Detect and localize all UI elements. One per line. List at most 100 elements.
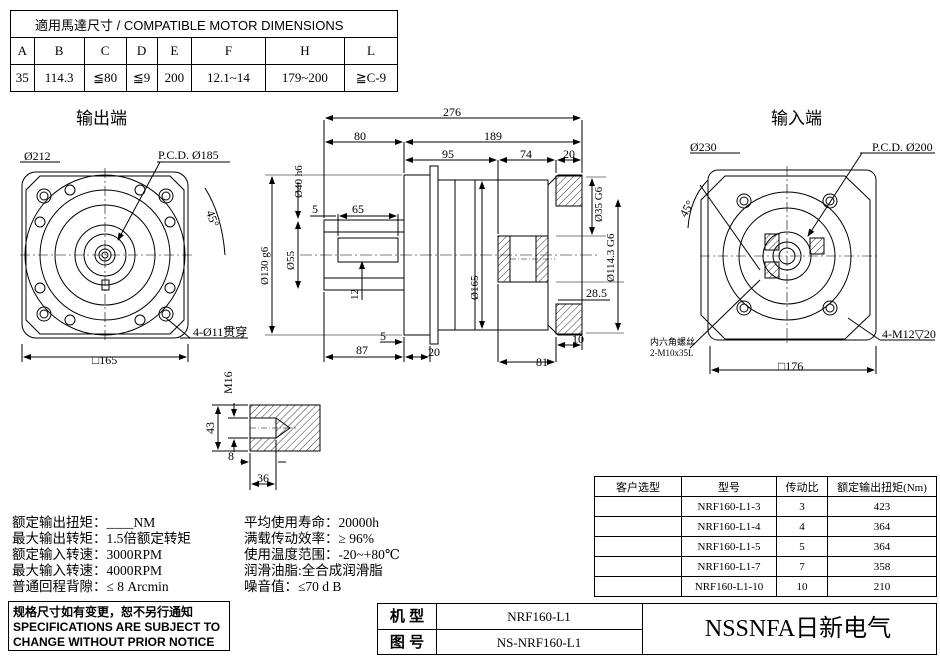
detail-d8: 8 xyxy=(228,449,234,463)
table-cell xyxy=(594,496,682,517)
input-end-view: 输入端 Ø xyxy=(650,109,936,374)
dim-81: 81 xyxy=(536,355,548,369)
spec-max-torque: 最大输出转矩：1.5倍额定转矩 xyxy=(12,531,191,547)
table-row: NRF160-L1-3 3 423 xyxy=(594,496,937,517)
dim-10: 10 xyxy=(572,332,584,346)
table-cell: 423 xyxy=(827,496,937,517)
spec-backlash: 普通回程背隙：≤ 8 Arcmin xyxy=(12,579,191,595)
spec-value: 全合成润滑脂 xyxy=(301,563,383,578)
spec-rated-torque: 额定输出扭矩：____NM xyxy=(12,515,191,531)
spec-label: 最大输入转速： xyxy=(12,563,107,578)
spec-label: 使用温度范围： xyxy=(244,547,339,562)
detail-d36: 36 xyxy=(257,471,269,485)
table-cell xyxy=(594,576,682,597)
table-cell: 364 xyxy=(827,536,937,557)
dim-d40: Ø40 h6 xyxy=(293,165,305,198)
table-cell: 4 xyxy=(776,516,828,537)
input-pcd-label: P.C.D. Ø200 xyxy=(872,140,933,154)
table-cell xyxy=(594,536,682,557)
detail-m16: M16 xyxy=(221,371,235,394)
spec-value: ≤ 8 Arcmin xyxy=(106,579,169,594)
dim-65: 65 xyxy=(352,202,364,216)
compat-value-f: 12.1~14 xyxy=(191,64,266,92)
table-cell xyxy=(594,516,682,537)
spec-label: 噪音值 xyxy=(244,579,285,594)
table-row: NRF160-L1-7 7 358 xyxy=(594,556,937,577)
output-holes-label: 4-Ø11贯穿 xyxy=(193,324,247,339)
compat-value-h: 179~200 xyxy=(264,64,345,92)
model-col-ratio: 传动比 xyxy=(776,476,828,497)
table-cell: 3 xyxy=(776,496,828,517)
output-end-view: 输出端 xyxy=(20,109,248,367)
specs-right-column: 平均使用寿命：20000h 满载传动效率：≥ 96% 使用温度范围：-20~+8… xyxy=(244,515,400,595)
spec-value: 3000RPM xyxy=(106,547,163,562)
compat-header-d: D xyxy=(125,37,158,65)
table-cell: 10 xyxy=(776,576,828,597)
table-cell: 364 xyxy=(827,516,937,537)
dim-d55: Ø55 xyxy=(285,251,297,270)
table-cell: 7 xyxy=(776,556,828,577)
notice-cn: 规格尺寸如有变更，恕不另行通知 xyxy=(13,605,194,619)
compat-value-a: 35 xyxy=(10,64,35,92)
spec-label: 普通回程背隙： xyxy=(12,579,107,594)
compat-value-d: ≦9 xyxy=(125,64,158,92)
spec-value: ____NM xyxy=(106,515,156,530)
table-cell: NRF160-L1-4 xyxy=(681,516,777,537)
compat-table-caption: 適用馬達尺寸 / COMPATIBLE MOTOR DIMENSIONS xyxy=(10,10,398,38)
dim-d165: Ø165 xyxy=(469,275,481,300)
spec-value: ≥ 96% xyxy=(338,531,375,546)
table-row: NRF160-L1-10 10 210 xyxy=(594,576,937,597)
spec-label: 额定输出扭矩： xyxy=(12,515,107,530)
model-col-model: 型号 xyxy=(681,476,777,497)
spec-label: 额定输入转速： xyxy=(12,547,107,562)
dim-20-bottom: 20 xyxy=(428,345,440,359)
dim-189: 189 xyxy=(484,129,502,143)
input-tapped-holes-label: 4-M12▽20 xyxy=(882,327,936,341)
output-pcd-label: P.C.D. Ø185 xyxy=(158,148,219,162)
dim-5-flange: 5 xyxy=(380,329,386,343)
title-block: 机 型 NRF160-L1 图 号 NS-NRF160-L1 NSSNFA日新电… xyxy=(377,603,937,655)
dim-d130: Ø130 g6 xyxy=(259,246,271,285)
screw-note-line2: 2-M10x35L xyxy=(650,348,694,358)
dim-d35: Ø35 G6 xyxy=(593,186,605,222)
input-view-title: 输入端 xyxy=(771,109,822,128)
spec-value: 1.5倍额定转矩 xyxy=(106,531,191,546)
table-cell: NRF160-L1-7 xyxy=(681,556,777,577)
table-cell: NRF160-L1-10 xyxy=(681,576,777,597)
output-angle-label: 45° xyxy=(203,208,222,229)
output-d212-label: Ø212 xyxy=(24,149,51,163)
notice-en-2: CHANGE WITHOUT PRIOR NOTICE xyxy=(13,635,215,649)
screw-note-line1: 内六角螺丝 xyxy=(650,336,695,347)
dim-5-key: 5 xyxy=(312,202,318,216)
spec-label: 满载传动效率： xyxy=(244,531,339,546)
model-col-customer: 客户选型 xyxy=(594,476,682,497)
dim-74: 74 xyxy=(520,147,532,161)
spec-label: 平均使用寿命： xyxy=(244,515,339,530)
compat-value-l: ≧C-9 xyxy=(343,64,399,92)
spec-value: -20~+80℃ xyxy=(338,547,401,562)
output-view-title: 输出端 xyxy=(76,109,127,128)
model-label: 机 型 xyxy=(378,604,437,630)
compat-value-c: ≦80 xyxy=(83,64,127,92)
drawing-number-value: NS-NRF160-L1 xyxy=(436,630,643,655)
dim-28-5: 28.5 xyxy=(586,286,607,300)
compat-value-b: 114.3 xyxy=(33,64,85,92)
company-name: NSSNFA日新电气 xyxy=(704,616,892,642)
dim-276: 276 xyxy=(443,105,461,119)
spec-rated-speed: 额定输入转速：3000RPM xyxy=(12,547,191,563)
drawing-number-label: 图 号 xyxy=(378,630,437,655)
table-row: NRF160-L1-5 5 364 xyxy=(594,536,937,557)
detail-d43: 43 xyxy=(203,422,217,434)
model-value: NRF160-L1 xyxy=(436,604,643,630)
spec-value: 4000RPM xyxy=(106,563,163,578)
compat-header-b: B xyxy=(33,37,85,65)
spec-lubricant: 润滑油脂:全合成润滑脂 xyxy=(244,563,400,579)
dim-95: 95 xyxy=(442,147,454,161)
table-cell: NRF160-L1-5 xyxy=(681,536,777,557)
table-cell xyxy=(594,556,682,577)
shaft-end-detail-view: M16 43 8 36 xyxy=(203,371,321,490)
dim-80: 80 xyxy=(354,129,366,143)
technical-drawing: 输出端 xyxy=(20,105,936,490)
spec-value: 20000h xyxy=(338,515,380,530)
compat-value-e: 200 xyxy=(156,64,193,92)
